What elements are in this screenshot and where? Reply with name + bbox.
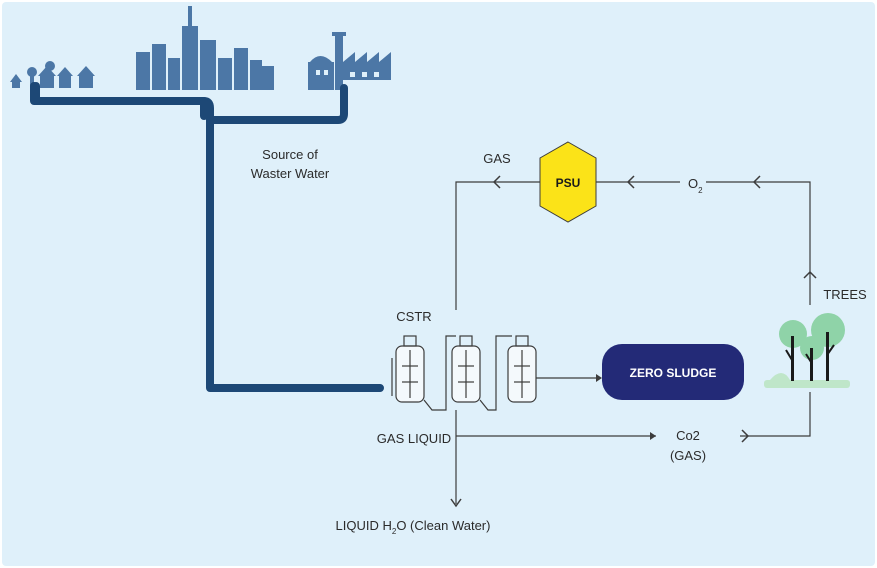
city-skyline-icon — [136, 6, 274, 90]
gas-liquid-label: GAS LIQUID — [377, 431, 451, 446]
wastewater-pipe-top — [32, 82, 208, 120]
cstr-label: CSTR — [396, 309, 431, 324]
co2-arrow-icon-left — [650, 432, 656, 440]
co2-gas-label: (GAS) — [670, 448, 706, 463]
co2-line — [456, 392, 811, 437]
zero-sludge-label: ZERO SLUDGE — [630, 366, 717, 380]
trees-icon — [764, 313, 850, 388]
source-label-line1: Source of — [262, 147, 318, 162]
sludge-arrow-icon — [596, 374, 602, 382]
gas-label: GAS — [483, 151, 511, 166]
source-label-line2: Waster Water — [251, 166, 330, 181]
factory-icon — [308, 32, 391, 90]
gas-arrow-icon — [492, 175, 501, 189]
psu-label: PSU — [556, 176, 581, 190]
trees-label: TREES — [823, 287, 867, 302]
liquid-label: LIQUID H2O (Clean Water) — [336, 518, 491, 536]
psu-hexagon — [539, 141, 597, 223]
co2-arrow-icon-right — [741, 429, 750, 443]
o2-arrow-icon-left — [626, 175, 635, 189]
zero-sludge-box — [602, 344, 744, 400]
co2-label: Co2 — [676, 428, 700, 443]
o2-label: O2 — [688, 176, 703, 195]
liquid-arrow-icon — [450, 498, 462, 508]
gas-loop-line — [455, 181, 811, 310]
houses-icon — [10, 61, 95, 88]
trees-up-arrow-icon — [803, 270, 817, 279]
o2-arrow-icon-right — [752, 175, 761, 189]
reactor-tank-icon — [391, 335, 537, 411]
